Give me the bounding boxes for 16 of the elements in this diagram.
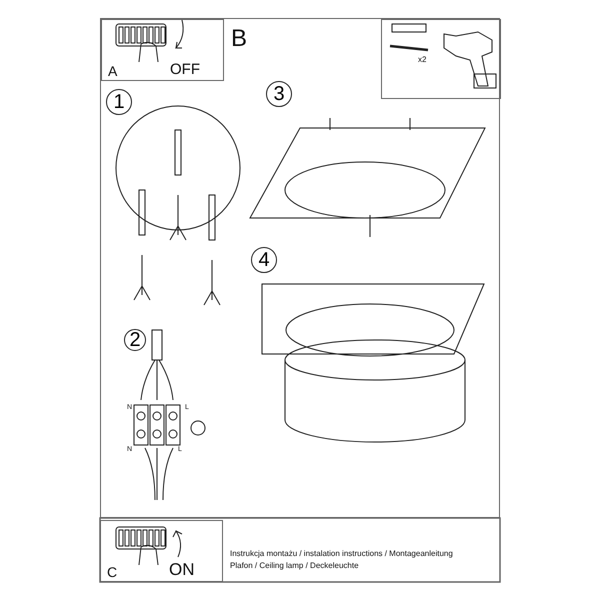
switch-state-label: ON [169, 561, 194, 578]
tools-panel [381, 19, 501, 99]
instruction-panel [101, 19, 224, 81]
step-number: 3 [266, 81, 292, 107]
step-number: 1 [106, 89, 132, 115]
step-number: 4 [251, 247, 277, 273]
panel-letter: A [108, 64, 118, 78]
footer-text: Instrukcja montażu / instalation instructions / Montageanleitung [230, 550, 453, 558]
quantity-label: x2 [418, 56, 426, 64]
switch-state-label: OFF [170, 62, 200, 77]
footer-text: Plafon / Ceiling lamp / Deckeleuchte [230, 562, 359, 570]
step-number: 2 [124, 329, 146, 351]
panel-letter: B [231, 27, 248, 51]
instruction-panel [100, 18, 500, 518]
panel-letter: C [107, 565, 118, 579]
instruction-panel [100, 520, 223, 582]
